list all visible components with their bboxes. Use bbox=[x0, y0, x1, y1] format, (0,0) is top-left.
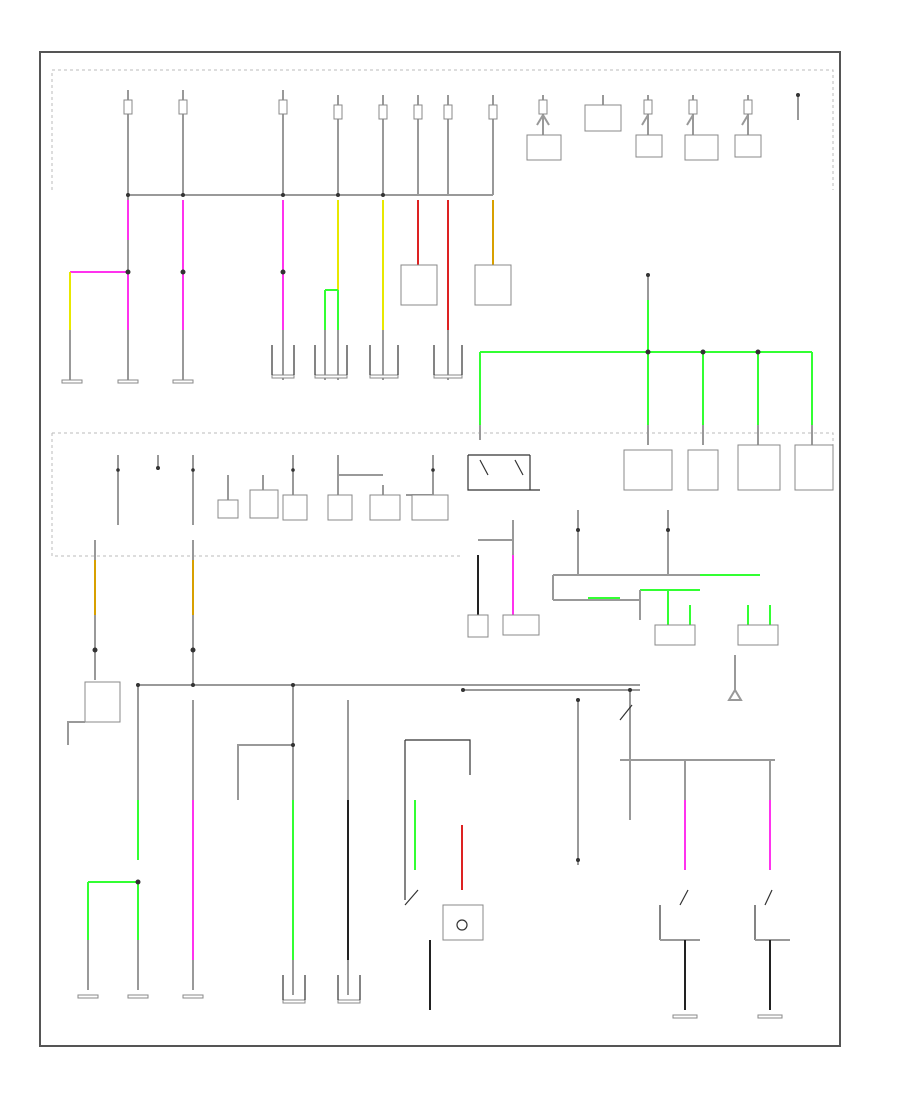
bottom-connector-dots bbox=[92, 647, 632, 885]
middle-connector-dots bbox=[116, 468, 435, 472]
sensor-box-6 bbox=[411, 494, 449, 521]
bottom-right-group bbox=[576, 690, 790, 1010]
sensor-box-5 bbox=[369, 494, 401, 521]
bottom-drops bbox=[87, 685, 349, 995]
right-module-section bbox=[467, 510, 779, 701]
sensor-box-3 bbox=[282, 494, 308, 521]
green-bus bbox=[479, 275, 813, 445]
connector-dots-top bbox=[125, 193, 650, 277]
module-box-5 bbox=[737, 444, 781, 491]
fuse-marks-top bbox=[123, 99, 753, 120]
relay-box-3 bbox=[635, 134, 663, 158]
sensor-box-1 bbox=[217, 499, 239, 519]
relay-bottom-middle bbox=[404, 739, 484, 1010]
bottom-section bbox=[67, 540, 790, 1019]
sensor-box-4 bbox=[327, 494, 353, 521]
sensor-box-2 bbox=[249, 489, 279, 519]
middle-feeds bbox=[117, 455, 434, 525]
lamp-box-1 bbox=[654, 624, 696, 646]
relay-group-top-right bbox=[526, 93, 800, 161]
middle-components bbox=[156, 466, 449, 521]
relay-box-4 bbox=[684, 134, 719, 161]
bottom-connectors bbox=[77, 975, 783, 1019]
components-top-row bbox=[61, 264, 512, 384]
module-box-3 bbox=[623, 449, 673, 491]
relay-box-1 bbox=[526, 134, 562, 161]
lamp-box-2 bbox=[737, 624, 779, 646]
module-box-4 bbox=[687, 449, 719, 491]
module-box-1 bbox=[400, 264, 438, 306]
motor-box bbox=[442, 904, 484, 941]
switch-group-middle bbox=[467, 444, 834, 491]
module-box-6 bbox=[794, 444, 834, 491]
middle-section bbox=[116, 444, 834, 525]
diagram-frame bbox=[39, 51, 841, 1047]
relay-box-5 bbox=[734, 134, 762, 158]
module-box-2 bbox=[474, 264, 512, 306]
relay-box-2 bbox=[584, 104, 622, 132]
top-section bbox=[61, 90, 813, 445]
drop-wires-top bbox=[69, 195, 494, 380]
component-box-bottom-1 bbox=[84, 681, 121, 723]
